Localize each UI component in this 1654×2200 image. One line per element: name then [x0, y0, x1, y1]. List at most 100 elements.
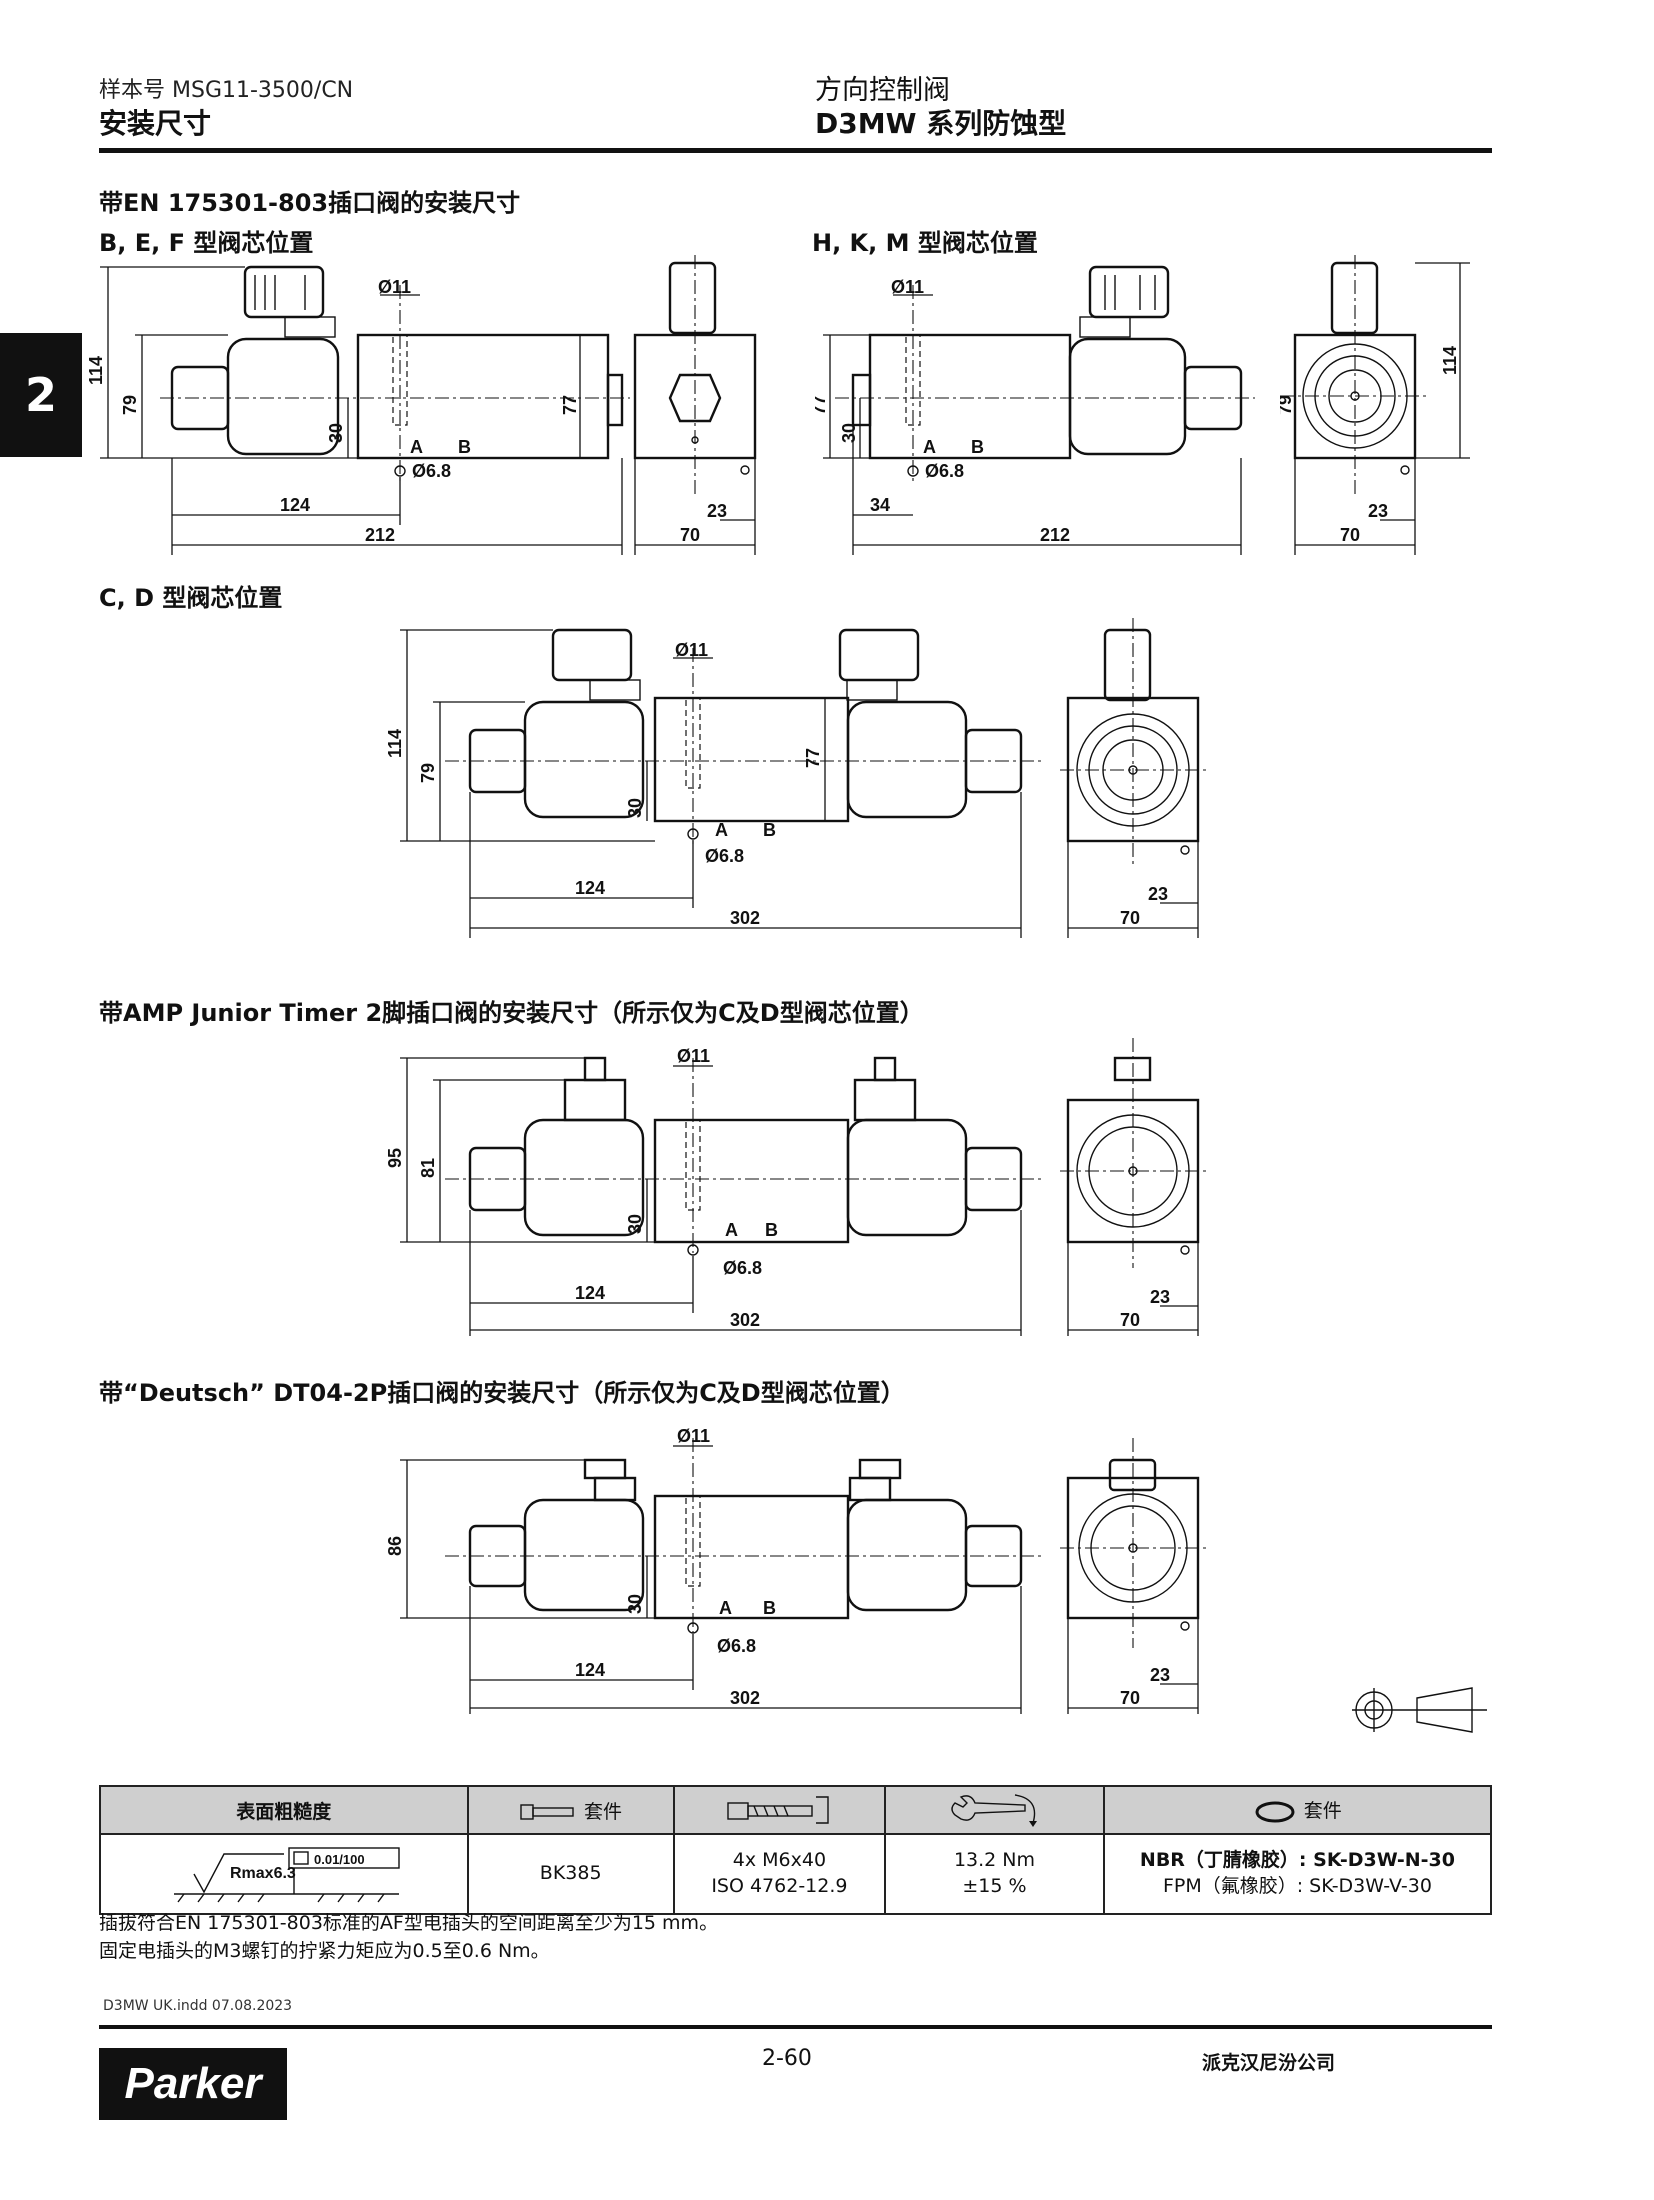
en-section-title: 带EN 175301-803插口阀的安装尺寸: [99, 189, 521, 217]
header-bolt: [672, 1785, 887, 1835]
drawing-bef-end: 23 70: [633, 255, 757, 555]
header-roughness: 表面粗糙度: [99, 1785, 469, 1835]
dim-77: 77: [803, 748, 823, 768]
dim-114: 114: [1440, 346, 1460, 375]
dim-86: 86: [385, 1536, 405, 1556]
dim-70: 70: [680, 525, 700, 545]
drawing-cd-end: 23 70: [1060, 618, 1210, 938]
cd-title: C, D 型阀芯位置: [99, 584, 283, 612]
torque-cell: 13.2 Nm ±15 %: [884, 1833, 1105, 1915]
dim-79: 79: [1280, 395, 1295, 415]
header-seal-kit: 套件: [1102, 1785, 1493, 1835]
seal-fpm: FPM（氟橡胶）: SK-D3W-V-30: [1162, 1875, 1432, 1897]
category-title: 方向控制阀: [815, 75, 950, 106]
port-b: B: [458, 437, 471, 457]
dim-302: 302: [730, 1310, 760, 1330]
dim-30: 30: [625, 1594, 645, 1614]
port-b: B: [763, 1598, 776, 1618]
projection-symbol: [1352, 1687, 1487, 1733]
port-b: B: [763, 820, 776, 840]
drawing-deutsch-side: Ø11 Ø6.8 A B 124 302 86 30: [385, 1426, 1045, 1714]
dim-23: 23: [707, 501, 727, 521]
screw-icon: [727, 1796, 830, 1824]
port-a: A: [410, 437, 423, 457]
dim-70: 70: [1120, 908, 1140, 928]
dim-81: 81: [418, 1158, 438, 1178]
dim-79: 79: [418, 763, 438, 783]
dim-70: 70: [1120, 1688, 1140, 1708]
section-title: 安装尺寸: [99, 107, 212, 140]
hkm-title: H, K, M 型阀芯位置: [812, 229, 1038, 257]
drawing-bef-side: Ø11 Ø6.8 A B 124 212 114 79 77 30: [86, 265, 630, 555]
chapter-tab: 2: [0, 333, 82, 457]
dim-34: 34: [870, 495, 890, 515]
file-reference: D3MW UK.indd 07.08.2023: [103, 1998, 293, 2014]
port-a: A: [923, 437, 936, 457]
parker-logo: Parker: [99, 2048, 287, 2120]
amp-section-title: 带AMP Junior Timer 2脚插口阀的安装尺寸（所示仅为C及D型阀芯位…: [99, 999, 924, 1027]
dim-d68: Ø6.8: [705, 846, 744, 866]
dim-77: 77: [560, 395, 580, 415]
dim-23: 23: [1368, 501, 1388, 521]
dim-302: 302: [730, 908, 760, 928]
port-a: A: [719, 1598, 732, 1618]
kit-number: BK385: [466, 1833, 675, 1915]
port-b: B: [765, 1220, 778, 1240]
dim-30: 30: [625, 1214, 645, 1234]
dim-114: 114: [385, 729, 405, 758]
dim-212: 212: [1040, 525, 1070, 545]
port-b: B: [971, 437, 984, 457]
drawing-cd-side: Ø11 Ø6.8 A B 124 302 114 79 77 30: [385, 628, 1045, 938]
dim-212: 212: [365, 525, 395, 545]
wrench-icon: [950, 1794, 1037, 1827]
bolts-standard: ISO 4762-12.9: [711, 1875, 848, 1897]
dim-d11: Ø11: [677, 1046, 710, 1066]
surface-roughness-symbol: Rmax6.3 0.01/100: [173, 1847, 400, 1903]
dim-23: 23: [1150, 1287, 1170, 1307]
dim-114: 114: [86, 356, 106, 385]
dim-d11: Ø11: [675, 640, 708, 660]
dim-30: 30: [839, 423, 859, 443]
roughness-cell: Rmax6.3 0.01/100: [99, 1833, 469, 1915]
dim-95: 95: [385, 1148, 405, 1168]
catalog-number: 样本号 MSG11-3500/CN: [99, 78, 354, 103]
product-title: D3MW 系列防蚀型: [815, 107, 1067, 140]
dim-124: 124: [280, 495, 310, 515]
dim-70: 70: [1340, 525, 1360, 545]
dim-30: 30: [326, 423, 346, 443]
dim-70: 70: [1120, 1310, 1140, 1330]
note-plug-clearance: 插拔符合EN 175301-803标准的AF型电插头的空间距离至少为15 mm。: [99, 1912, 719, 1934]
drawing-hkm-end: 23 70 114 79: [1280, 255, 1470, 555]
header-kit: 套件: [466, 1785, 675, 1835]
bolts-spec: 4x M6x40: [732, 1849, 827, 1872]
dim-d11: Ø11: [378, 277, 411, 297]
bolt-kit-icon: [520, 1804, 575, 1820]
svg-text:0.01/100: 0.01/100: [314, 1852, 365, 1867]
dim-d68: Ø6.8: [717, 1636, 756, 1656]
drawing-amp-end: 23 70: [1060, 1038, 1210, 1336]
dim-79: 79: [120, 395, 140, 415]
dim-302: 302: [730, 1688, 760, 1708]
page-number: 2-60: [762, 2046, 812, 2071]
dim-d68: Ø6.8: [723, 1258, 762, 1278]
spec-table: 表面粗糙度 套件 套件: [99, 1785, 1493, 1915]
seal-cell: NBR（丁腈橡胶）: SK-D3W-N-30 FPM（氟橡胶）: SK-D3W-…: [1102, 1833, 1493, 1915]
dim-124: 124: [575, 1283, 605, 1303]
dim-d11: Ø11: [891, 277, 924, 297]
deutsch-section-title: 带“Deutsch” DT04-2P插口阀的安装尺寸（所示仅为C及D型阀芯位置）: [99, 1379, 905, 1407]
svg-text:Rmax6.3: Rmax6.3: [230, 1865, 296, 1882]
company-name: 派克汉尼汾公司: [1202, 2052, 1336, 2074]
port-a: A: [715, 820, 728, 840]
dim-d11: Ø11: [677, 1426, 710, 1446]
dim-124: 124: [575, 1660, 605, 1680]
dim-d68: Ø6.8: [925, 461, 964, 481]
dim-23: 23: [1150, 1665, 1170, 1685]
drawing-deutsch-end: 23 70: [1060, 1438, 1210, 1714]
seal-nbr: NBR（丁腈橡胶）: SK-D3W-N-30: [1139, 1849, 1455, 1872]
dim-d68: Ø6.8: [412, 461, 451, 481]
torque-value: 13.2 Nm: [953, 1849, 1036, 1872]
o-ring-icon: [1255, 1801, 1295, 1823]
bef-title: B, E, F 型阀芯位置: [99, 229, 314, 257]
dim-30: 30: [625, 798, 645, 818]
note-screw-torque: 固定电插头的M3螺钉的拧紧力矩应为0.5至0.6 Nm。: [99, 1940, 550, 1962]
